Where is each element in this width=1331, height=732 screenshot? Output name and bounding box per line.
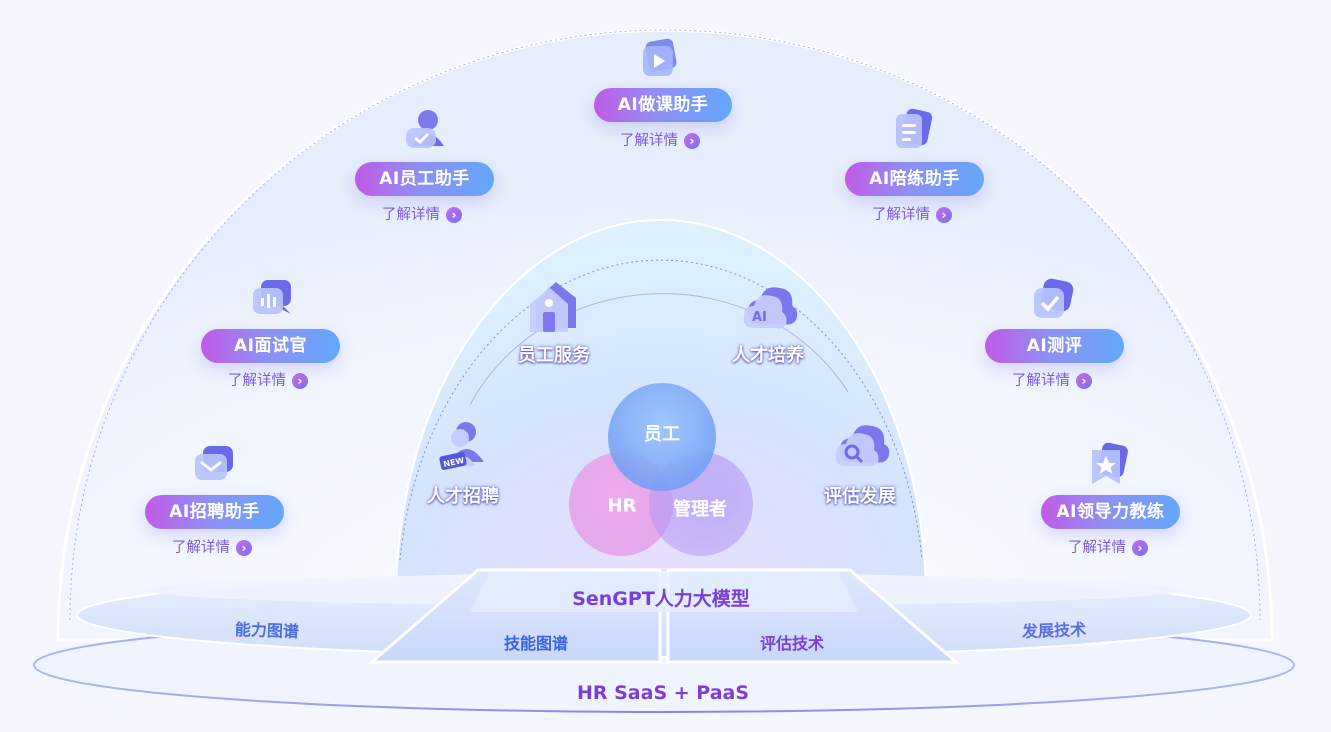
- arrow-right-icon: ›: [292, 373, 308, 389]
- arrow-right-icon: ›: [446, 207, 462, 223]
- checkmark-icon: [1034, 278, 1074, 318]
- employee-services-label: 员工服务: [518, 345, 590, 366]
- ai-interviewer-button[interactable]: AI面试官: [201, 329, 340, 363]
- ai-leadership-coach-details-link[interactable]: 了解详情 ›: [1068, 538, 1148, 558]
- details-link-label: 了解详情: [382, 207, 440, 223]
- inner-dome-dotted-arc: [399, 259, 923, 561]
- talent-development-label: 人才培养: [732, 345, 804, 366]
- arrow-right-icon: ›: [236, 540, 252, 556]
- outer-dome-dotted-arc: [69, 29, 1261, 621]
- ai-interviewer-details-link[interactable]: 了解详情 ›: [228, 371, 308, 391]
- details-link-label: 了解详情: [228, 373, 286, 389]
- arrow-right-icon: ›: [936, 207, 952, 223]
- ai-cloud-icon: AI: [743, 287, 798, 329]
- ai-recruiting-assistant-details-link[interactable]: 了解详情 ›: [172, 538, 252, 558]
- capability-graph-label: 能力图谱: [234, 619, 300, 642]
- ai-assessment-details-link[interactable]: 了解详情 ›: [1012, 371, 1092, 391]
- talent-recruiting-label: 人才招聘: [427, 486, 499, 507]
- venn-label-manager: 管理者: [673, 499, 727, 520]
- arrow-right-icon: ›: [684, 133, 700, 149]
- venn-label-employee: 员工: [644, 424, 680, 445]
- arrow-right-icon: ›: [1132, 540, 1148, 556]
- development-tech-label: 发展技术: [1021, 619, 1087, 642]
- ai-assessment-button[interactable]: AI测评: [985, 329, 1124, 363]
- sengpt-model-label: SenGPT人力大模型: [572, 588, 750, 610]
- ai-course-assistant-button[interactable]: AI做课助手: [594, 88, 732, 122]
- document-icon: [896, 108, 933, 148]
- ai-leadership-coach-button[interactable]: AI领导力教练: [1041, 495, 1180, 529]
- message-icon: [195, 446, 233, 480]
- details-link-label: 了解详情: [172, 540, 230, 556]
- house-icon: [530, 282, 576, 332]
- assessment-tech-label: 评估技术: [759, 634, 825, 653]
- venn-circle-employee: [608, 383, 716, 491]
- skill-graph-label: 技能图谱: [503, 634, 569, 653]
- details-link-label: 了解详情: [1068, 540, 1126, 556]
- svg-text:AI: AI: [752, 310, 767, 325]
- assessment-development-label: 评估发展: [824, 486, 896, 507]
- new-user-icon: NEW: [439, 422, 484, 470]
- arrow-right-icon: ›: [1076, 373, 1092, 389]
- video-play-icon: [643, 38, 677, 76]
- search-cloud-icon: [835, 425, 890, 467]
- ai-employee-assistant-details-link[interactable]: 了解详情 ›: [382, 205, 462, 225]
- ai-recruiting-assistant-button[interactable]: AI招聘助手: [145, 495, 284, 529]
- venn-label-hr: HR: [607, 495, 637, 517]
- hr-saas-paas-label: HR SaaS + PaaS: [576, 682, 750, 704]
- voice-chat-icon: [253, 280, 291, 314]
- ai-course-assistant-details-link[interactable]: 了解详情 ›: [620, 131, 700, 151]
- inner-connector-arc: [469, 293, 849, 406]
- ai-practice-assistant-details-link[interactable]: 了解详情 ›: [872, 205, 952, 225]
- svg-text:NEW: NEW: [443, 456, 466, 469]
- ai-employee-assistant-button[interactable]: AI员工助手: [355, 162, 494, 196]
- details-link-label: 了解详情: [620, 133, 678, 149]
- ai-practice-assistant-button[interactable]: AI陪练助手: [845, 162, 984, 196]
- capability-panel-model-band: [470, 572, 858, 612]
- details-link-label: 了解详情: [1012, 373, 1070, 389]
- star-badge-icon: [1092, 442, 1128, 484]
- user-icon: [406, 110, 444, 148]
- details-link-label: 了解详情: [872, 207, 930, 223]
